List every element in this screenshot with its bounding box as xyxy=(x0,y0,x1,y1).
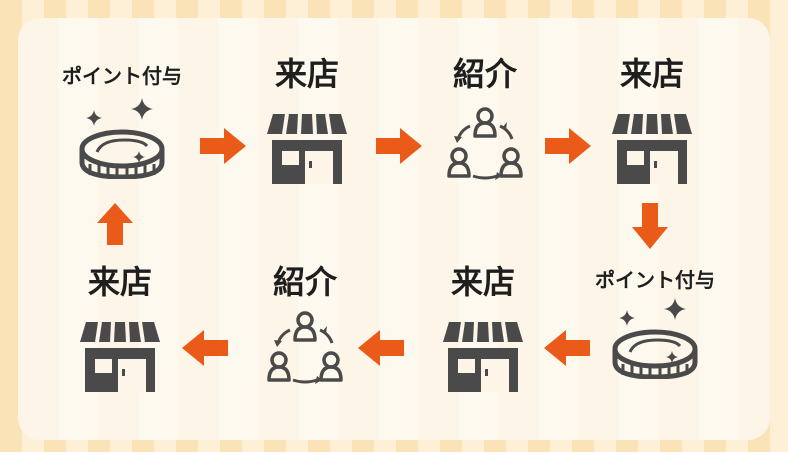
step-label: 来店 xyxy=(619,55,684,93)
store-icon xyxy=(222,114,392,184)
step-visit-1: 来店 xyxy=(222,58,392,184)
step-point-grant-2: ポイント付与 xyxy=(570,270,740,379)
arrow-up-icon xyxy=(97,203,133,245)
referral-icon xyxy=(400,104,570,184)
step-label: 紹介 xyxy=(452,55,517,93)
step-label: ポイント付与 xyxy=(595,268,715,292)
step-visit-4: 来店 xyxy=(35,266,205,392)
coin-icon xyxy=(37,94,207,179)
step-referral-2: 紹介 xyxy=(220,266,390,388)
arrow-right-icon xyxy=(200,128,246,164)
step-point-grant-1: ポイント付与 xyxy=(37,62,207,179)
arrow-left-icon xyxy=(358,330,404,366)
step-label: 紹介 xyxy=(272,263,337,301)
step-label: ポイント付与 xyxy=(62,64,182,88)
store-icon xyxy=(35,322,205,392)
step-label: 来店 xyxy=(87,263,152,301)
referral-icon xyxy=(220,308,390,388)
step-label: 来店 xyxy=(274,55,339,93)
arrow-left-icon xyxy=(544,330,590,366)
step-visit-2: 来店 xyxy=(567,58,737,184)
coin-icon xyxy=(570,294,740,379)
store-icon xyxy=(567,114,737,184)
arrow-right-icon xyxy=(376,128,422,164)
arrow-down-icon xyxy=(632,203,668,249)
store-icon xyxy=(398,322,568,392)
step-referral-1: 紹介 xyxy=(400,58,570,184)
step-visit-3: 来店 xyxy=(398,266,568,392)
step-label: 来店 xyxy=(450,263,515,301)
arrow-left-icon xyxy=(182,330,228,366)
arrow-right-icon xyxy=(545,128,591,164)
